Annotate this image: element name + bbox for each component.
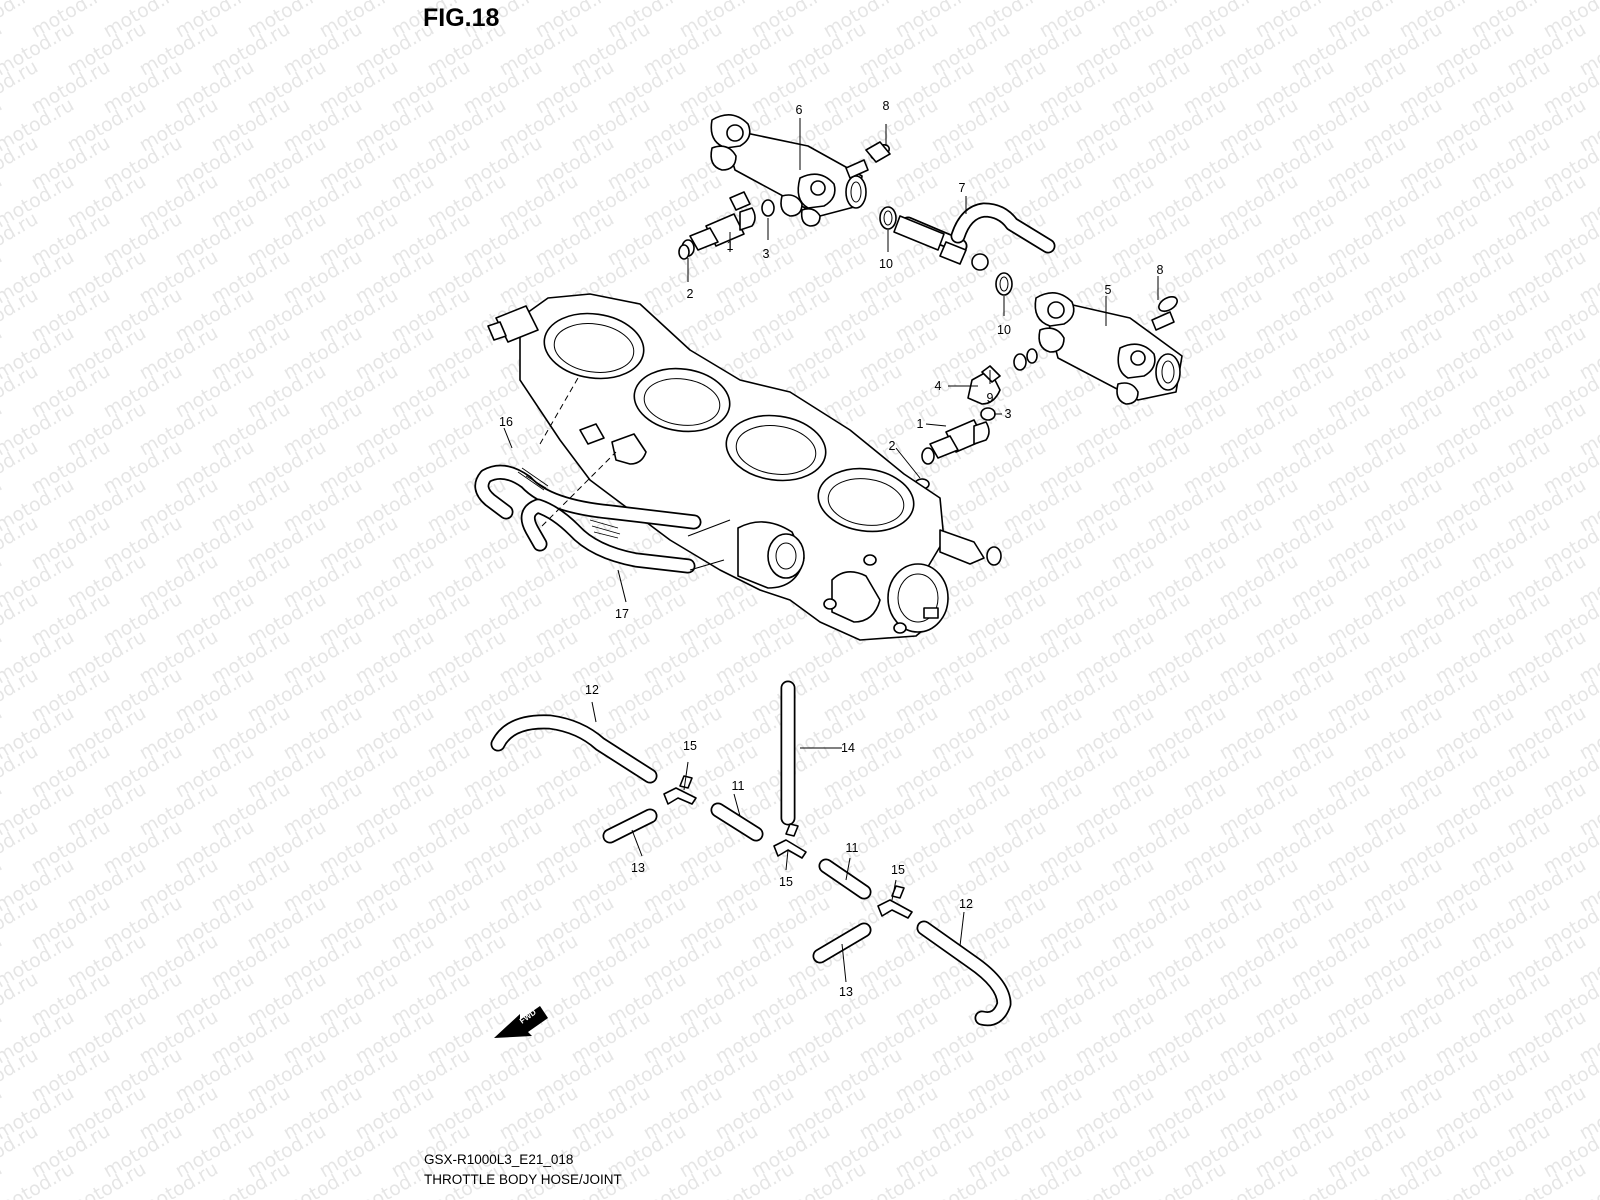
hose-11-a [710,802,764,842]
callout-6: 6 [796,103,803,117]
hose-16 [474,464,702,530]
fwd-arrow-icon: FWD [494,1006,548,1038]
callout-8-lower: 8 [1157,263,1164,277]
leader-dash-16 [539,377,579,445]
callout-14: 14 [841,741,855,755]
leader-lines [503,118,1159,983]
hose-17 [520,498,696,574]
figure-title: FIG.18 [423,4,500,32]
callout-9: 9 [987,391,994,405]
throttle-body-assembly [487,293,1002,641]
callout-10-right: 10 [997,323,1011,337]
joint-15-b [773,823,807,859]
o-ring-9-b [1026,348,1038,364]
callout-12-right: 12 [959,897,973,911]
seal-upper-2 [678,244,690,260]
callout-4: 4 [935,379,942,393]
fuel-injector-upper [681,191,756,257]
callout-2-upper: 2 [687,287,694,301]
callout-16: 16 [499,415,513,429]
callout-10-left: 10 [879,257,893,271]
bolt-lower [1151,295,1178,331]
callout-1-upper: 1 [727,239,734,253]
callout-labels: 1 2 3 6 8 7 10 10 5 8 4 9 1 3 2 16 17 12… [499,99,1163,999]
callout-15-b: 15 [779,875,793,889]
joint-15-a [663,775,697,805]
callout-13-b: 13 [839,985,853,999]
o-ring-10-a [879,206,897,230]
callout-15-c: 15 [891,863,905,877]
callout-15-a: 15 [683,739,697,753]
callout-7: 7 [959,181,966,195]
fuel-delivery-pipe-upper [710,114,867,227]
diagram-code: GSX-R1000L3_E21_018 [424,1152,574,1167]
callout-3-upper: 3 [763,247,770,261]
callout-13-a: 13 [631,861,645,875]
callout-11-a: 11 [732,779,745,793]
o-ring-lower-3 [980,407,996,421]
callout-8-upper: 8 [883,99,890,113]
fuel-delivery-pipe-lower [1034,292,1183,405]
callout-12-left: 12 [585,683,599,697]
o-ring-10-b [995,272,1013,296]
callout-17: 17 [615,607,629,621]
joint-15-c [877,885,913,919]
callout-3-lower: 3 [1005,407,1012,421]
o-ring-upper-3 [761,199,775,217]
hose-12-right [916,920,1012,1027]
callout-2-lower: 2 [889,439,896,453]
callout-5: 5 [1105,283,1112,297]
hose-12-left [490,714,658,784]
bolt-upper [845,141,891,179]
injector-cap-4 [967,365,1001,405]
callout-11-b: 11 [846,841,859,855]
o-ring-9 [1013,353,1027,371]
leader-dash-17 [541,451,617,527]
hose-13-a [602,808,658,844]
fuel-feed-hose [893,202,1056,271]
diagram-name: THROTTLE BODY HOSE/JOINT [424,1172,622,1187]
fuel-injector-lower [921,419,990,465]
hose-13-b [812,922,872,964]
callout-1-lower: 1 [917,417,924,431]
hose-11-b [818,858,872,900]
